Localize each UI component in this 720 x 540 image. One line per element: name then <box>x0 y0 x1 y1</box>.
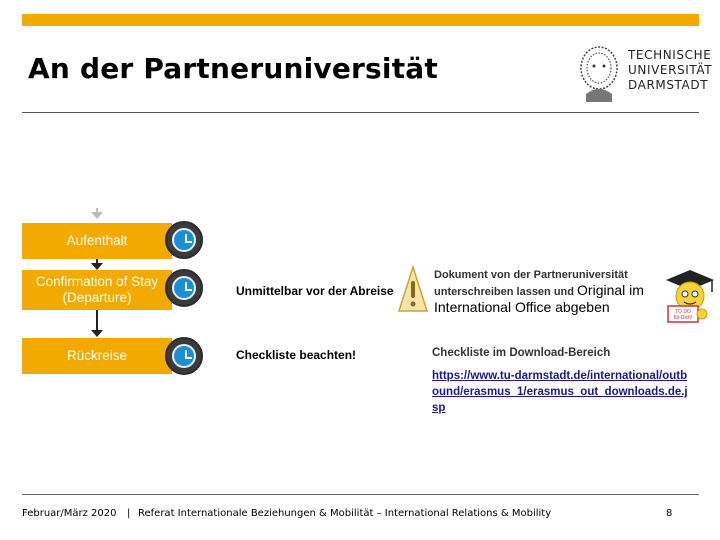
page-number: 8 <box>666 508 672 519</box>
todo-student-icon: TO DO für Dich! <box>662 268 718 324</box>
document-instruction: Dokument von der Partneruniversität unte… <box>434 268 666 317</box>
flow-step-rueckreise: Rückreise <box>22 338 172 374</box>
tu-darmstadt-logo: TECHNISCHE UNIVERSITÄT DARMSTADT <box>566 40 712 104</box>
logo-line-2: UNIVERSITÄT <box>628 63 712 78</box>
flow-step-label: Rückreise <box>67 348 127 364</box>
footer-department: Referat Internationale Beziehungen & Mob… <box>138 508 551 519</box>
flow-step-label: Aufenthalt <box>67 233 128 249</box>
clock-icon <box>165 269 203 307</box>
warning-icon <box>398 264 428 314</box>
clock-icon <box>165 337 203 375</box>
arrowhead-2 <box>91 330 103 337</box>
checklist-download-link[interactable]: https://www.tu-darmstadt.de/internationa… <box>432 368 690 416</box>
flow-step-confirmation: Confirmation of Stay (Departure) <box>22 270 172 310</box>
flow-step-aufenthalt: Aufenthalt <box>22 223 172 259</box>
footer-divider <box>22 494 699 495</box>
svg-text:für Dich!: für Dich! <box>674 315 693 321</box>
top-arrowhead <box>91 212 103 219</box>
flow-step-label: Confirmation of Stay (Departure) <box>22 274 172 306</box>
footer-separator: | <box>127 508 130 519</box>
logo-wordmark: TECHNISCHE UNIVERSITÄT DARMSTADT <box>628 48 712 93</box>
clock-icon <box>165 221 203 259</box>
timing-label-return: Checkliste beachten! <box>236 348 356 362</box>
arrowhead-1 <box>91 263 103 270</box>
footer-date: Februar/März 2020 <box>22 508 117 519</box>
logo-line-1: TECHNISCHE <box>628 48 712 63</box>
page-title: An der Partneruniversität <box>28 52 438 85</box>
logo-line-3: DARMSTADT <box>628 78 712 93</box>
checklist-text: Checkliste im Download-Bereich <box>432 347 610 359</box>
top-accent-bar <box>22 14 699 26</box>
timing-label-departure: Unmittelbar vor der Abreise <box>236 284 394 298</box>
title-divider <box>22 112 699 113</box>
logo-portrait-icon <box>576 44 622 102</box>
